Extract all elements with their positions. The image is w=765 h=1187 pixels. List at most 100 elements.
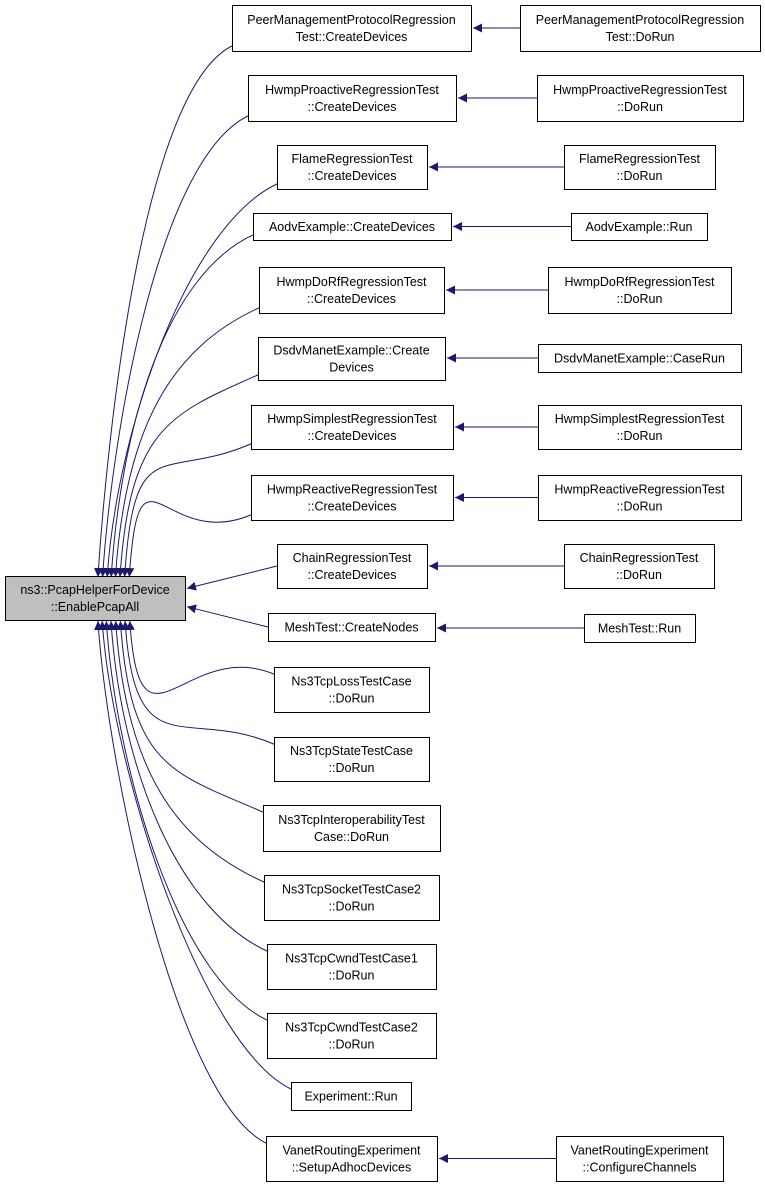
edge-tcp-cwnd2-to-root (102, 620, 270, 1022)
caller-node-hwmp-proactive[interactable]: HwmpProactiveRegressionTest::CreateDevic… (248, 75, 457, 122)
caller-node-aodv[interactable]: AodvExample::CreateDevices (253, 213, 452, 241)
caller-node-tcp-socket2[interactable]: Ns3TcpSocketTestCase2::DoRun (264, 875, 440, 921)
caller-node-tcp-cwnd1[interactable]: Ns3TcpCwndTestCase1::DoRun (267, 944, 437, 990)
caller-node-experiment-box (291, 1082, 412, 1111)
caller-node-meshtest-run[interactable]: MeshTest::Run (584, 614, 696, 643)
caller-node-hwmp-proactive-box (248, 75, 457, 122)
caller-node-aodv-box (253, 213, 452, 241)
caller-node-hwmp-proactive-dorun-label-line: ::DoRun (617, 100, 663, 114)
caller-node-peer-mgmt-dorun-label-line: PeerManagementProtocolRegression (536, 13, 744, 27)
caller-node-hwmp-proactive-dorun[interactable]: HwmpProactiveRegressionTest::DoRun (537, 75, 744, 122)
caller-node-peer-mgmt-label-line: PeerManagementProtocolRegression (247, 13, 455, 27)
caller-node-hwmp-simplest-dorun-label-line: ::DoRun (617, 429, 663, 443)
caller-node-hwmp-simplest-label-line: ::CreateDevices (308, 429, 397, 443)
caller-node-chain-label-line: ::CreateDevices (308, 568, 397, 582)
root-node-enable-pcap-all[interactable]: ns3::PcapHelperForDevice::EnablePcapAll (5, 576, 186, 621)
caller-node-aodv-run[interactable]: AodvExample::Run (571, 213, 708, 241)
caller-node-tcp-socket2-box (264, 875, 440, 921)
caller-node-vanet-box (266, 1136, 438, 1182)
edge-meshtest-to-root (186, 604, 269, 628)
caller-node-aodv-run-label-line: AodvExample::Run (585, 220, 692, 234)
edge-tcp-cwnd1-to-root (107, 620, 270, 953)
caller-node-chain[interactable]: ChainRegressionTest::CreateDevices (277, 544, 428, 589)
caller-node-flame-label-line: FlameRegressionTest (292, 152, 413, 166)
caller-node-tcp-cwnd1-label-line: ::DoRun (329, 969, 375, 983)
caller-node-hwmp-simplest-dorun-label-line: HwmpSimplestRegressionTest (555, 412, 725, 426)
caller-node-dsdv-box (258, 337, 446, 381)
caller-node-meshtest[interactable]: MeshTest::CreateNodes (268, 613, 436, 642)
caller-node-tcp-interop-box (263, 805, 441, 852)
caller-node-hwmp-dorf-dorun-label-line: ::DoRun (617, 292, 663, 306)
caller-node-dsdv-caserun-label-line: DsdvManetExample::CaseRun (554, 352, 725, 366)
caller-node-experiment-label-line: Experiment::Run (304, 1090, 397, 1104)
caller-node-hwmp-simplest-box (251, 405, 454, 450)
caller-node-hwmp-reactive-label-line: ::CreateDevices (308, 500, 397, 514)
edge-peer-mgmt-to-root (93, 44, 235, 578)
edge-aodv-to-root (107, 233, 256, 578)
caller-node-tcp-cwnd2-label-line: Ns3TcpCwndTestCase2 (285, 1021, 418, 1035)
caller-node-hwmp-reactive-dorun-box (538, 475, 742, 521)
caller-node-chain-dorun[interactable]: ChainRegressionTest::DoRun (564, 544, 715, 589)
caller-node-chain-box (277, 544, 428, 589)
edge-vanet-to-root (94, 620, 269, 1145)
caller-node-hwmp-dorf-dorun[interactable]: HwmpDoRfRegressionTest::DoRun (548, 267, 732, 314)
caller-node-vanet-configure-box (556, 1136, 724, 1182)
edge-chain-to-root (186, 565, 278, 591)
caller-node-meshtest-box (268, 613, 436, 642)
edge-hwmp-dorf-to-root (111, 306, 262, 578)
caller-node-vanet-configure-label-line: ::ConfigureChannels (583, 1161, 697, 1175)
caller-node-experiment[interactable]: Experiment::Run (291, 1082, 412, 1111)
caller-node-peer-mgmt-box (232, 5, 472, 52)
caller-node-tcp-cwnd2-box (267, 1013, 437, 1059)
caller-node-dsdv[interactable]: DsdvManetExample::CreateDevices (258, 337, 446, 381)
caller-node-tcp-state-label-line: ::DoRun (329, 761, 375, 775)
caller-node-tcp-cwnd2-label-line: ::DoRun (329, 1038, 375, 1052)
caller-node-flame-dorun[interactable]: FlameRegressionTest::DoRun (564, 145, 716, 190)
caller-node-tcp-socket2-label-line: Ns3TcpSocketTestCase2 (282, 883, 421, 897)
caller-node-hwmp-proactive-label-line: HwmpProactiveRegressionTest (265, 83, 439, 97)
caller-node-flame[interactable]: FlameRegressionTest::CreateDevices (277, 145, 428, 190)
caller-node-dsdv-caserun-box (538, 344, 742, 373)
caller-node-flame-label-line: ::CreateDevices (308, 169, 397, 183)
caller-node-tcp-loss-label-line: Ns3TcpLossTestCase (291, 675, 411, 689)
caller-node-chain-dorun-box (564, 544, 715, 589)
caller-node-hwmp-dorf-dorun-label-line: HwmpDoRfRegressionTest (564, 275, 715, 289)
caller-node-hwmp-simplest-label-line: HwmpSimplestRegressionTest (267, 412, 437, 426)
edge-hwmp-simplest-to-root (120, 442, 254, 578)
caller-node-tcp-loss-label-line: ::DoRun (329, 692, 375, 706)
caller-node-vanet[interactable]: VanetRoutingExperiment::SetupAdhocDevice… (266, 1136, 438, 1182)
caller-node-peer-mgmt-label-line: Test::CreateDevices (296, 30, 408, 44)
caller-node-peer-mgmt[interactable]: PeerManagementProtocolRegressionTest::Cr… (232, 5, 472, 52)
caller-node-tcp-cwnd1-box (267, 944, 437, 990)
caller-node-peer-mgmt-dorun-box (520, 5, 761, 52)
edge-dsdv-to-root (116, 373, 261, 578)
caller-node-hwmp-simplest-dorun[interactable]: HwmpSimplestRegressionTest::DoRun (538, 405, 742, 450)
caller-node-hwmp-reactive-label-line: HwmpReactiveRegressionTest (267, 483, 438, 497)
caller-node-dsdv-caserun[interactable]: DsdvManetExample::CaseRun (538, 344, 742, 373)
caller-node-hwmp-reactive-dorun[interactable]: HwmpReactiveRegressionTest::DoRun (538, 475, 742, 521)
caller-node-flame-dorun-box (564, 145, 716, 190)
caller-node-tcp-cwnd2[interactable]: Ns3TcpCwndTestCase2::DoRun (267, 1013, 437, 1059)
caller-node-hwmp-dorf-label-line: ::CreateDevices (307, 292, 396, 306)
caller-node-vanet-configure[interactable]: VanetRoutingExperiment::ConfigureChannel… (556, 1136, 724, 1182)
caller-node-meshtest-run-label-line: MeshTest::Run (598, 622, 681, 636)
caller-node-dsdv-label-line: Devices (329, 361, 373, 375)
caller-node-hwmp-reactive[interactable]: HwmpReactiveRegressionTest::CreateDevice… (251, 475, 454, 521)
caller-node-aodv-label-line: AodvExample::CreateDevices (269, 220, 435, 234)
edge-tcp-state-to-root (121, 620, 277, 746)
caller-node-tcp-state-box (274, 737, 430, 782)
caller-node-tcp-interop-label-line: Case::DoRun (314, 830, 389, 844)
caller-node-hwmp-simplest[interactable]: HwmpSimplestRegressionTest::CreateDevice… (251, 405, 454, 450)
caller-node-hwmp-dorf-label-line: HwmpDoRfRegressionTest (276, 275, 427, 289)
caller-node-hwmp-proactive-label-line: ::CreateDevices (308, 100, 397, 114)
caller-node-tcp-state[interactable]: Ns3TcpStateTestCase::DoRun (274, 737, 430, 782)
caller-node-hwmp-dorf[interactable]: HwmpDoRfRegressionTest::CreateDevices (259, 267, 445, 314)
caller-node-peer-mgmt-dorun[interactable]: PeerManagementProtocolRegressionTest::Do… (520, 5, 761, 52)
caller-node-tcp-state-label-line: Ns3TcpStateTestCase (290, 744, 413, 758)
caller-node-tcp-loss[interactable]: Ns3TcpLossTestCase::DoRun (274, 667, 430, 713)
caller-node-dsdv-label-line: DsdvManetExample::Create (273, 344, 429, 358)
caller-node-vanet-label-line: VanetRoutingExperiment (282, 1144, 421, 1158)
edge-hwmp-reactive-to-root (125, 501, 254, 578)
